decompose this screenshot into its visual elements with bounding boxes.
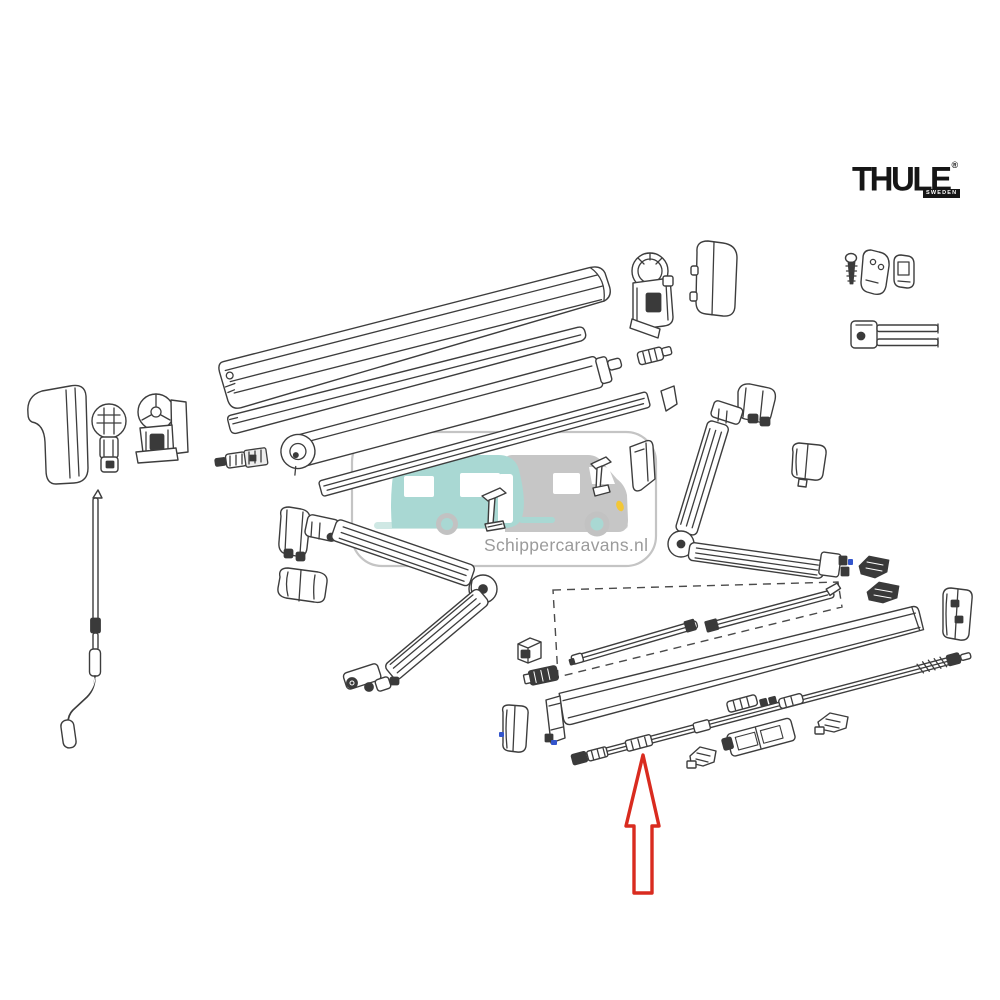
slider-bracket-1 (686, 746, 717, 769)
case-bottom-profile (227, 326, 587, 435)
tension-rafter-rods (552, 581, 843, 678)
small-connector (636, 346, 673, 366)
mounting-plate (860, 249, 890, 296)
lead-rail-end (544, 695, 566, 745)
left-end-cap (27, 384, 89, 485)
dark-connector (522, 665, 559, 686)
arm-cover-clip-left (277, 567, 328, 604)
brand-sub-label: SWEDEN (923, 189, 961, 198)
thule-logo: THULE® SWEDEN (852, 160, 982, 208)
spring-arm-left (278, 506, 498, 692)
arm-end-fitting (818, 551, 853, 578)
corner-bracket (942, 587, 973, 641)
adapter-connector (214, 447, 269, 469)
registered-mark: ® (951, 160, 959, 170)
dark-block (517, 637, 542, 664)
fabric-clamp-left (481, 487, 507, 532)
spring-arm-right (667, 383, 853, 579)
lead-rail (558, 605, 925, 726)
hanging-end-plate (629, 439, 656, 492)
end-plate-left (499, 704, 529, 753)
fabric-corner (660, 385, 678, 412)
right-end-cap (689, 240, 738, 317)
mounting-clamp (893, 254, 915, 289)
dark-clamp-1 (858, 555, 890, 579)
rod-spring (916, 656, 948, 674)
awning-fabric (318, 391, 651, 497)
awning-case-lid (218, 266, 611, 409)
crank-gear-unit (135, 393, 189, 464)
crank-handle (60, 489, 103, 749)
slider-bracket-2 (721, 717, 796, 757)
arm-foot (342, 663, 400, 692)
part-indicator-arrow (624, 753, 661, 895)
fabric-clamp-right (590, 456, 612, 497)
arm-cover-clip-right (791, 442, 827, 488)
roller-tube (280, 355, 623, 476)
fork-bracket (850, 320, 939, 349)
headlight (616, 500, 624, 512)
support-rod (570, 652, 972, 766)
slider-bracket-3 (814, 712, 849, 735)
watermark-text: Schippercaravans.nl (484, 535, 648, 555)
dark-clamp-2 (866, 581, 900, 604)
rod-collars (726, 693, 804, 713)
mounting-screw (844, 252, 858, 285)
crank-knob (91, 403, 127, 473)
drive-unit (629, 252, 674, 339)
